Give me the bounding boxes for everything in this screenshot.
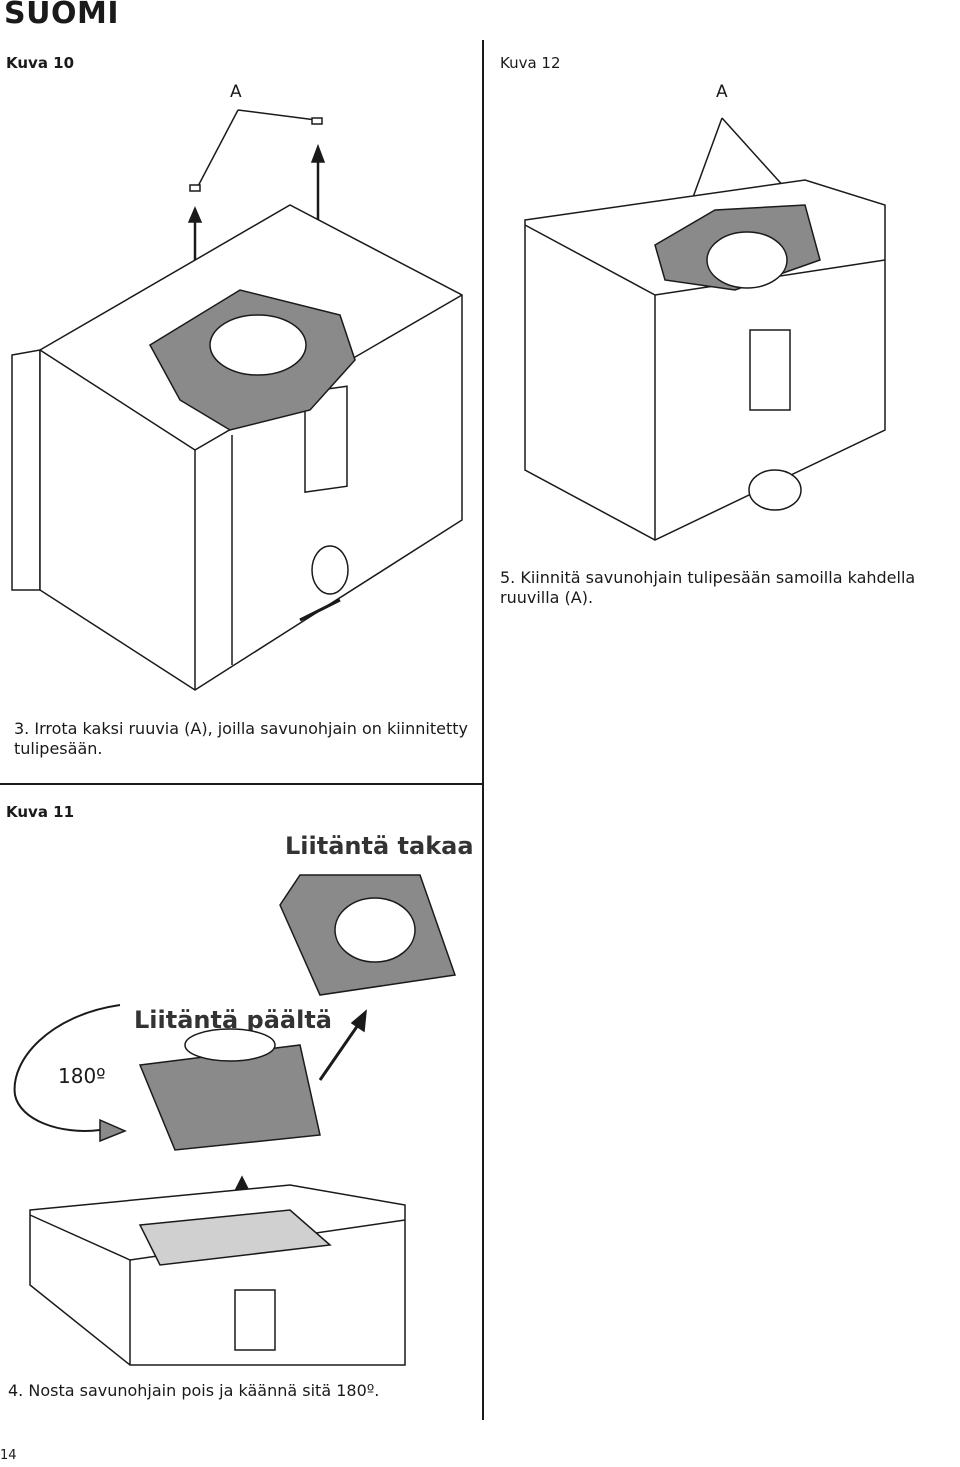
step-5-text: 5. Kiinnitä savunohjain tulipesään samoi…: [500, 568, 916, 607]
page-number: 14: [0, 1448, 17, 1463]
figure-12-callout-a: A: [716, 82, 728, 102]
page-heading: SUOMI: [4, 0, 119, 31]
figure-10-label: Kuva 10: [6, 54, 75, 72]
step-3-text: 3. Irrota kaksi ruuvia (A), joilla savun…: [14, 719, 468, 758]
figure-11-label: Kuva 11: [6, 803, 75, 821]
step-4-text: 4. Nosta savunohjain pois ja käännä sitä…: [8, 1381, 380, 1400]
figure-12-label: Kuva 12: [500, 54, 561, 72]
column-divider: [482, 40, 484, 1420]
caption-rear-connection: Liitäntä takaa: [285, 832, 474, 860]
figure-10-illustration: [11, 109, 463, 691]
section-divider: [0, 783, 483, 785]
figure-12-illustration: [524, 117, 886, 541]
figure-10-callout-a: A: [230, 82, 242, 102]
figure-11-illustration: [13, 874, 457, 1366]
rotation-angle-label: 180º: [58, 1064, 106, 1088]
